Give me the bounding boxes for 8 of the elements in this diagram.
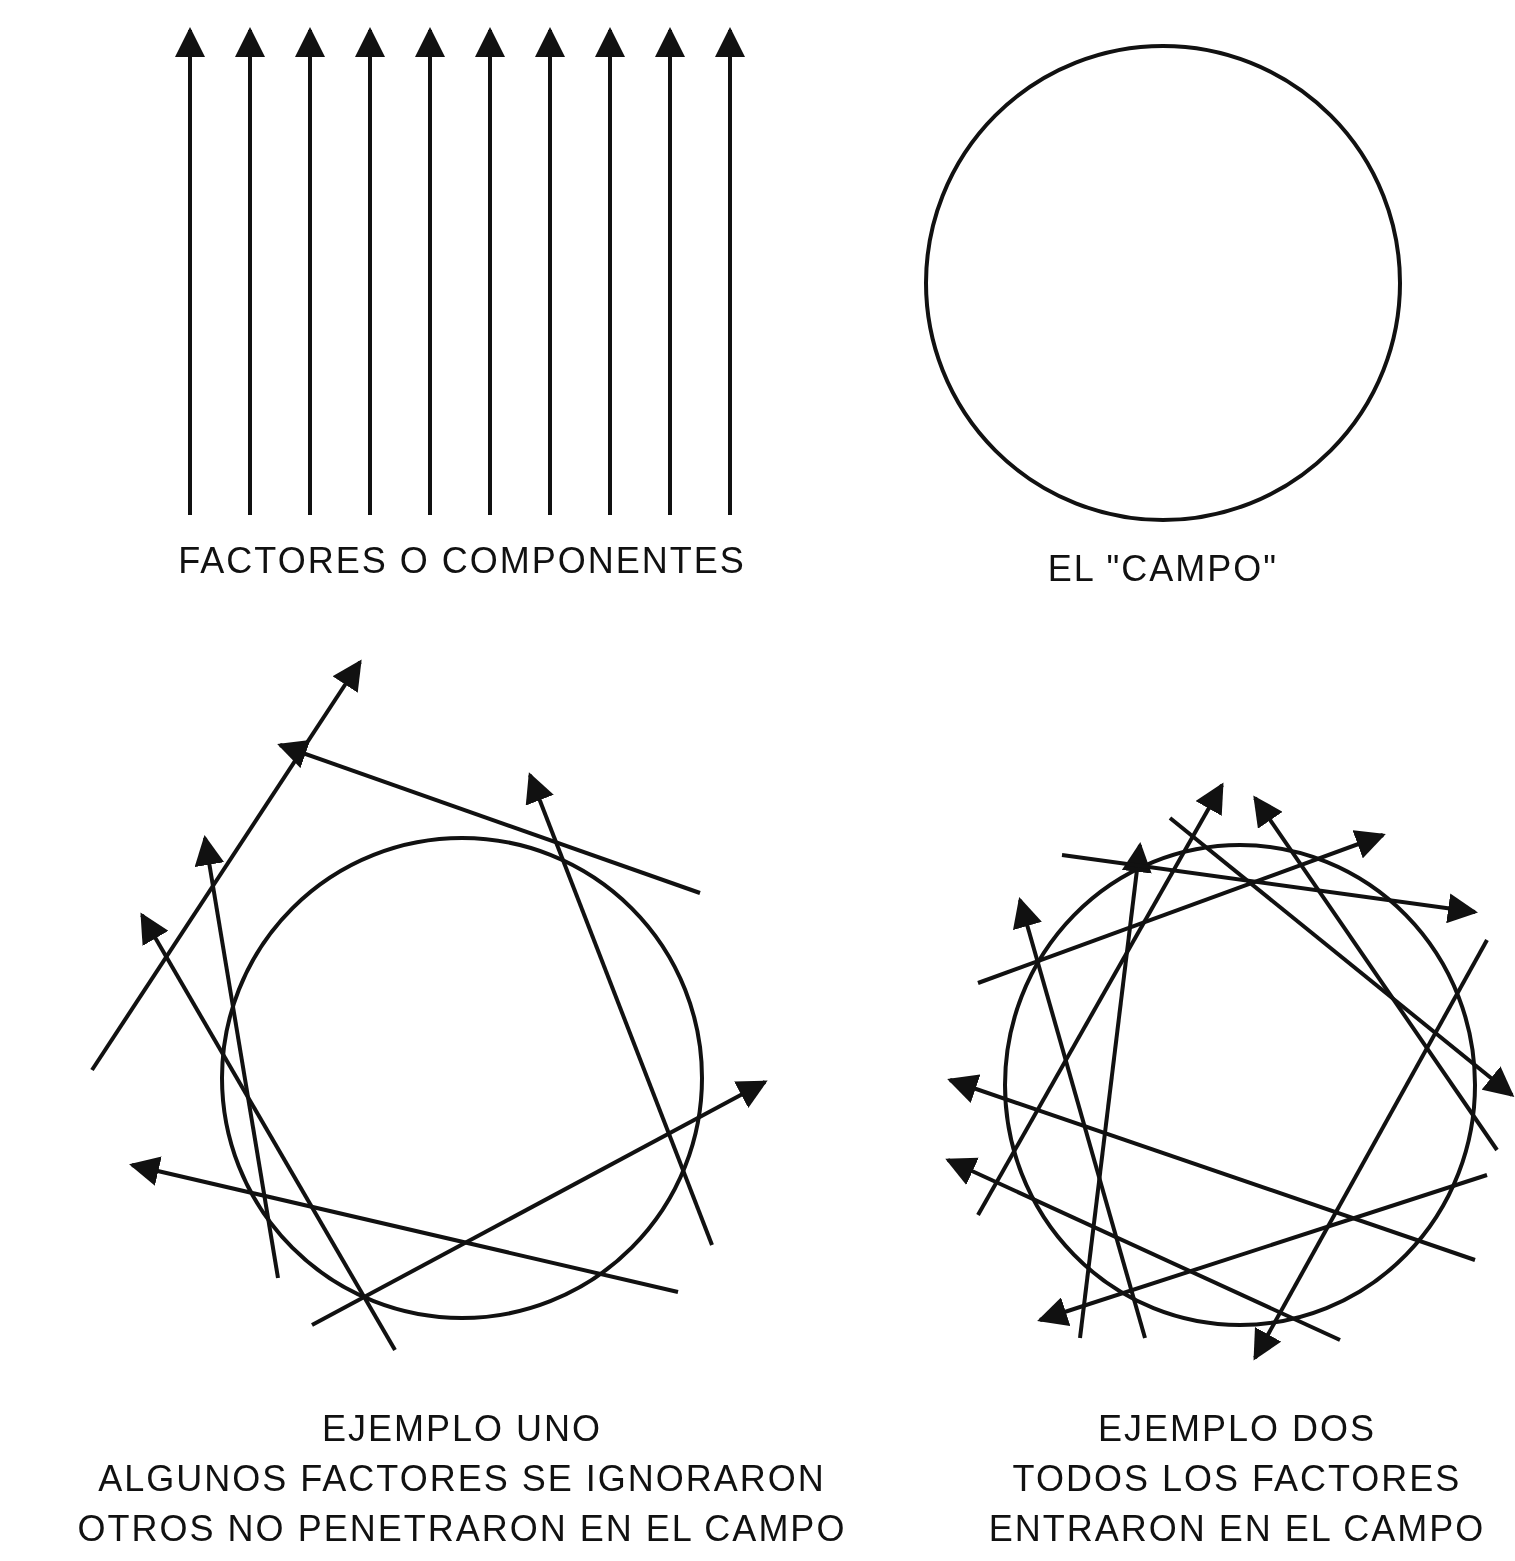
caption: ENTRARON EN EL CAMPO — [988, 1508, 1486, 1550]
caption: FACTORES O COMPONENTES — [178, 540, 746, 582]
caption-heading: EJEMPLO DOS — [1097, 1408, 1377, 1450]
caption: EL "CAMPO" — [1047, 548, 1279, 590]
caption: TODOS LOS FACTORES — [1012, 1458, 1462, 1500]
caption: ALGUNOS FACTORES SE IGNORARON — [98, 1458, 826, 1500]
caption-heading: EJEMPLO UNO — [322, 1408, 602, 1450]
caption: OTROS NO PENETRARON EN EL CAMPO — [77, 1508, 847, 1550]
